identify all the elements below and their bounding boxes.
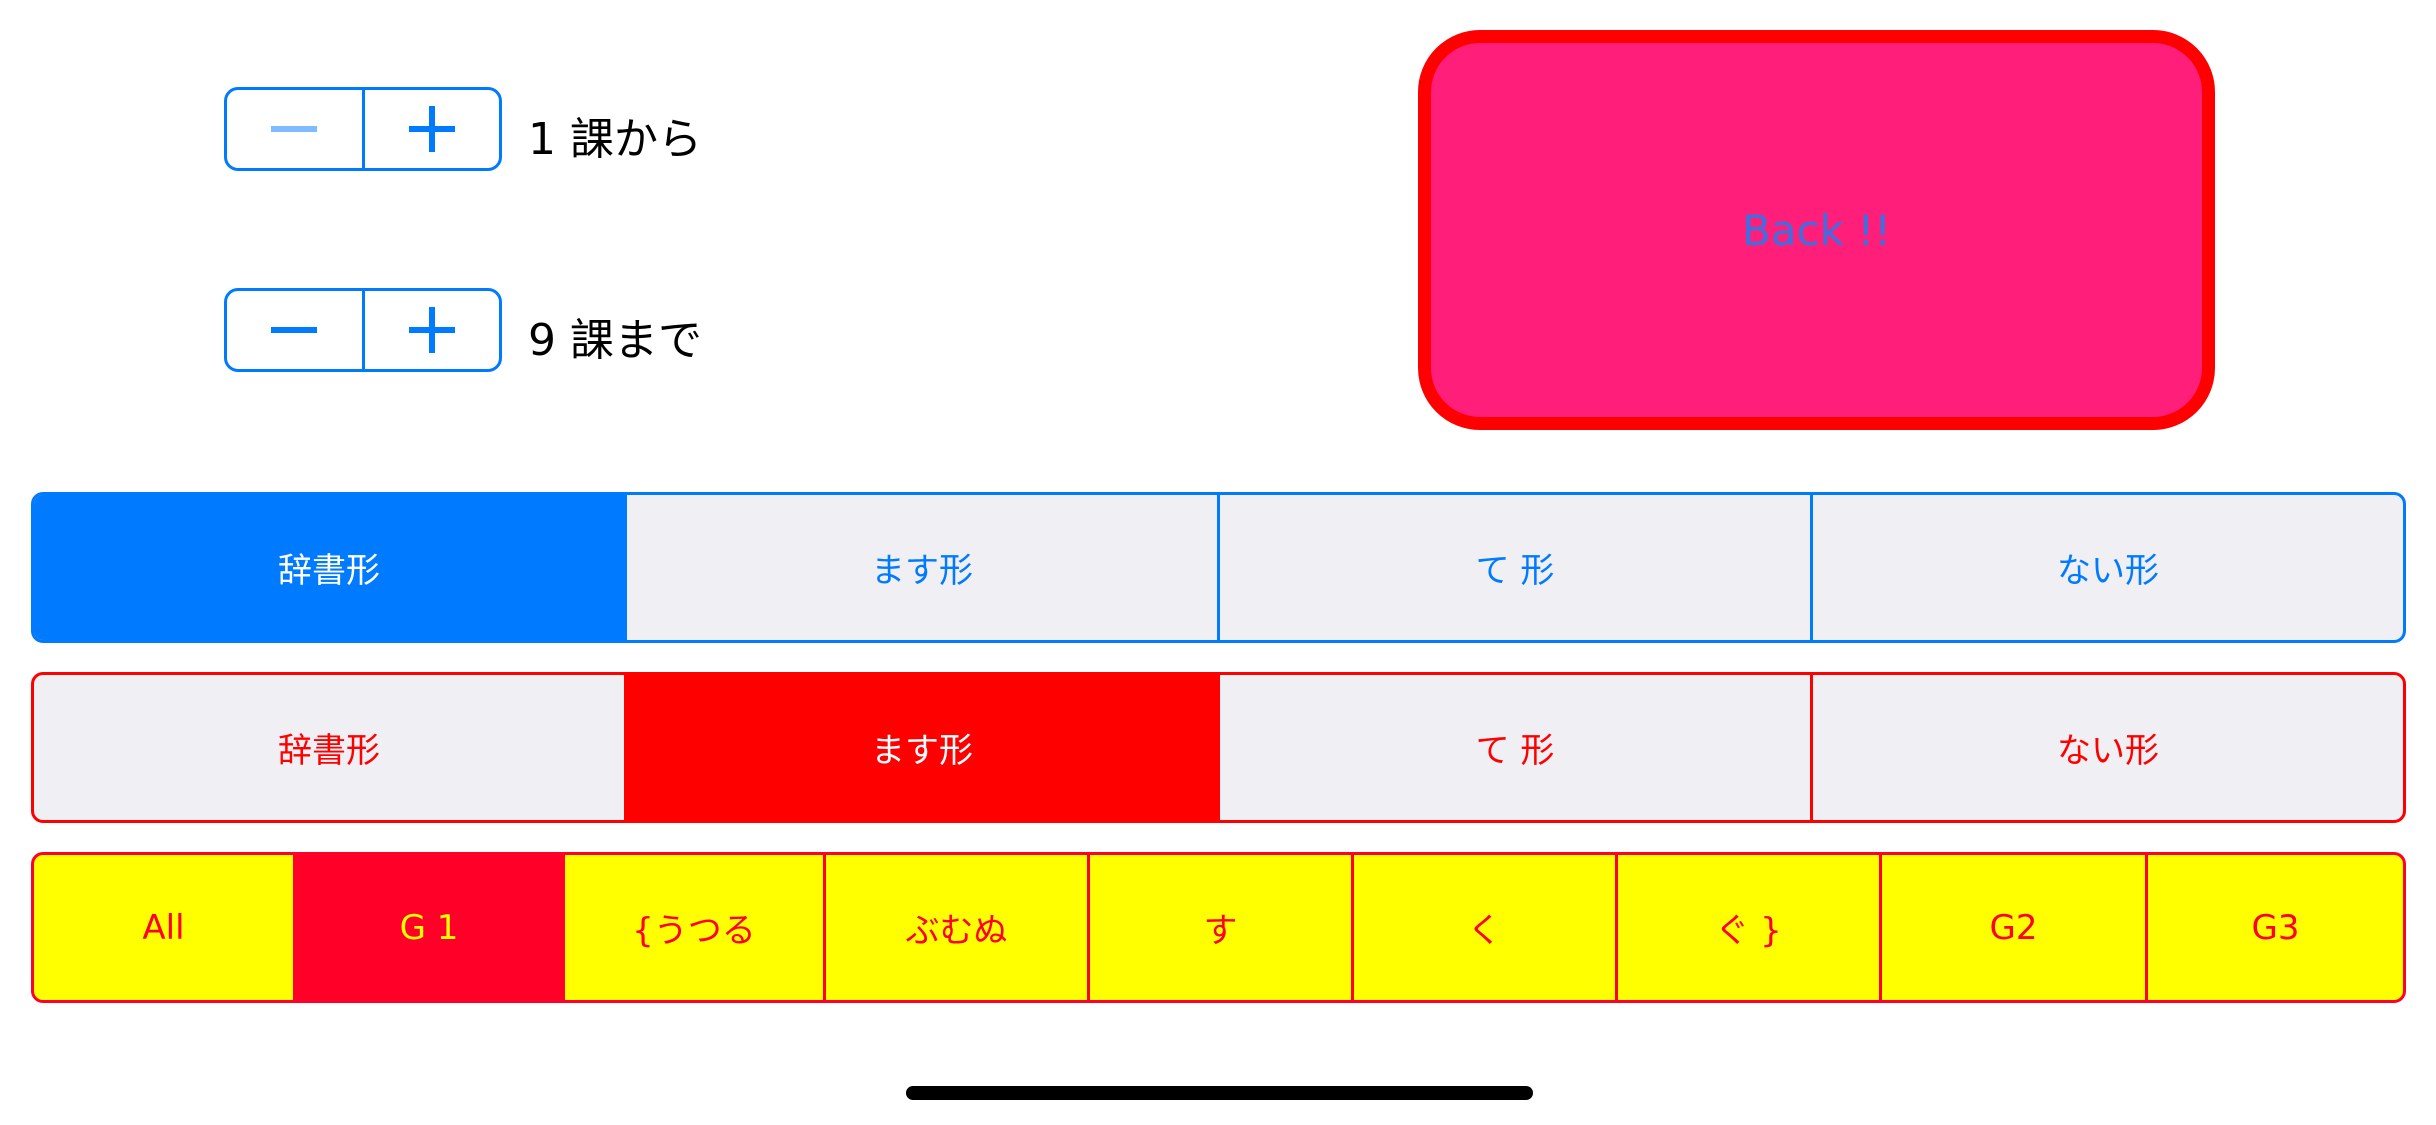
minus-icon bbox=[271, 126, 318, 132]
segment-gu[interactable]: ぐ } bbox=[1615, 855, 1879, 1000]
lesson-from-decrement-button[interactable] bbox=[227, 90, 362, 168]
segment-g2[interactable]: G2 bbox=[1879, 855, 2145, 1000]
plus-icon bbox=[408, 307, 455, 353]
segment-g1[interactable]: G 1 bbox=[293, 855, 562, 1000]
segment-ku[interactable]: く bbox=[1351, 855, 1615, 1000]
segment-all[interactable]: All bbox=[142, 907, 185, 948]
form-segment-red[interactable]: 辞書形 ます形 て 形 ない形 bbox=[31, 672, 2406, 823]
home-indicator[interactable] bbox=[906, 1086, 1533, 1100]
lesson-from-label: 1 課から bbox=[528, 114, 702, 165]
segment-nai-form[interactable]: ない形 bbox=[1810, 675, 2403, 820]
segment-g3[interactable]: G3 bbox=[2145, 855, 2403, 1000]
form-segment-blue[interactable]: 辞書形 ます形 て 形 ない形 bbox=[31, 492, 2406, 643]
lesson-from-increment-button[interactable] bbox=[361, 90, 500, 168]
segment-dictionary-form[interactable]: 辞書形 bbox=[278, 731, 380, 771]
group-segment[interactable]: All G 1 {うつる ぶむぬ す く ぐ } G2 G3 bbox=[31, 852, 2406, 1003]
segment-masu-form[interactable]: ます形 bbox=[624, 495, 1217, 640]
segment-su[interactable]: す bbox=[1087, 855, 1351, 1000]
lesson-to-increment-button[interactable] bbox=[361, 291, 500, 369]
segment-nai-form[interactable]: ない形 bbox=[1810, 495, 2403, 640]
plus-icon bbox=[408, 106, 455, 152]
back-button[interactable]: Back !! bbox=[1418, 30, 2215, 430]
minus-icon bbox=[271, 327, 318, 333]
lesson-to-stepper[interactable] bbox=[224, 288, 502, 372]
segment-utsuru[interactable]: {うつる bbox=[562, 855, 823, 1000]
segment-te-form[interactable]: て 形 bbox=[1217, 675, 1810, 820]
segment-masu-form[interactable]: ます形 bbox=[624, 675, 1217, 820]
lesson-to-decrement-button[interactable] bbox=[227, 291, 362, 369]
segment-te-form[interactable]: て 形 bbox=[1217, 495, 1810, 640]
lesson-from-stepper[interactable] bbox=[224, 87, 502, 171]
lesson-to-label: 9 課まで bbox=[528, 315, 702, 366]
segment-bumunu[interactable]: ぶむぬ bbox=[823, 855, 1087, 1000]
segment-dictionary-form[interactable]: 辞書形 bbox=[34, 495, 624, 640]
